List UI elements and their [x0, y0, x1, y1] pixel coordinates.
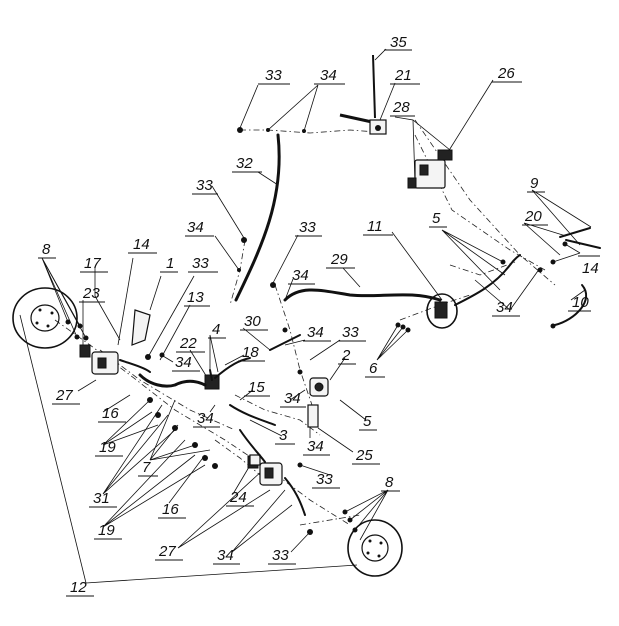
callout-6: 6: [369, 360, 378, 377]
callout-7: 7: [142, 459, 151, 476]
callout-9: 9: [530, 175, 539, 192]
callout-34-left: 34: [187, 219, 204, 236]
callout-17: 17: [84, 255, 101, 272]
callout-5-bottom: 5: [363, 413, 372, 430]
callout-33-center: 33: [299, 219, 316, 236]
callout-23: 23: [82, 285, 100, 302]
callout-22: 22: [179, 335, 197, 352]
callout-4: 4: [212, 321, 220, 338]
callout-35: 35: [390, 34, 407, 51]
callout-33-upper-left: 33: [192, 255, 209, 272]
callout-16-bottom: 16: [162, 501, 179, 518]
callout-14-right: 14: [582, 260, 599, 277]
callout-15: 15: [248, 379, 265, 396]
fastener-points: [65, 127, 568, 535]
callout-25: 25: [355, 447, 373, 464]
callout-14-left: 14: [133, 236, 150, 253]
assembly-centerlines: [54, 119, 556, 526]
callout-12: 12: [70, 579, 87, 596]
callout-34-bottom: 34: [217, 547, 234, 564]
callout-32: 32: [236, 155, 253, 172]
callout-33-mid-right: 33: [342, 324, 359, 341]
distributor-valve: [309, 377, 329, 397]
callout-20: 20: [524, 208, 542, 225]
callout-3: 3: [279, 427, 288, 444]
callout-21: 21: [394, 67, 412, 84]
callout-labels: 35 33 34 21 26 28 32 33 9 20 14 34 33 11…: [38, 34, 600, 597]
callout-34-top: 34: [320, 67, 337, 84]
callout-34-right: 34: [496, 299, 513, 316]
callout-34-left-low: 34: [197, 410, 214, 427]
callout-16-top: 16: [102, 405, 119, 422]
callout-34-mid: 34: [307, 324, 324, 341]
callout-34-upper-center: 34: [292, 267, 309, 284]
callout-28: 28: [392, 99, 410, 116]
callout-24: 24: [229, 489, 247, 506]
callout-34-center-low: 34: [284, 390, 301, 407]
callout-19-bottom: 19: [98, 522, 115, 539]
tee-fitting: [307, 404, 319, 428]
callout-31: 31: [93, 490, 110, 507]
callout-33-top: 33: [265, 67, 282, 84]
callout-5-top: 5: [432, 210, 441, 227]
callout-34-lower-center: 34: [307, 438, 324, 455]
brake-pipes: [119, 133, 601, 516]
callout-1: 1: [166, 255, 174, 272]
callout-33-lower: 33: [316, 471, 333, 488]
right-brake-disc: [347, 519, 403, 577]
callout-8-left: 8: [42, 241, 51, 258]
callout-27-bottom: 27: [158, 543, 176, 560]
callout-11: 11: [367, 218, 383, 235]
callout-29: 29: [330, 251, 348, 268]
callout-34-left-mid: 34: [175, 354, 192, 371]
handlebar-master-cylinder: [339, 54, 387, 135]
callout-18: 18: [242, 344, 259, 361]
callout-19-top: 19: [99, 439, 116, 456]
rear-brake-disc: [426, 293, 458, 329]
mount-bracket: [249, 454, 261, 466]
rear-hose-assembly: [550, 284, 588, 329]
brake-pedal: [131, 309, 151, 346]
left-caliper: [79, 344, 119, 375]
callout-2: 2: [341, 347, 351, 364]
callout-26: 26: [497, 65, 515, 82]
callout-13: 13: [187, 289, 204, 306]
callout-30: 30: [244, 313, 261, 330]
brake-reservoir: [407, 149, 453, 189]
left-brake-disc: [12, 287, 78, 349]
callout-27-left: 27: [55, 387, 73, 404]
callout-33-mid: 33: [196, 177, 213, 194]
callout-8-right: 8: [385, 474, 394, 491]
callout-10: 10: [572, 294, 589, 311]
callout-33-bottom: 33: [272, 547, 289, 564]
